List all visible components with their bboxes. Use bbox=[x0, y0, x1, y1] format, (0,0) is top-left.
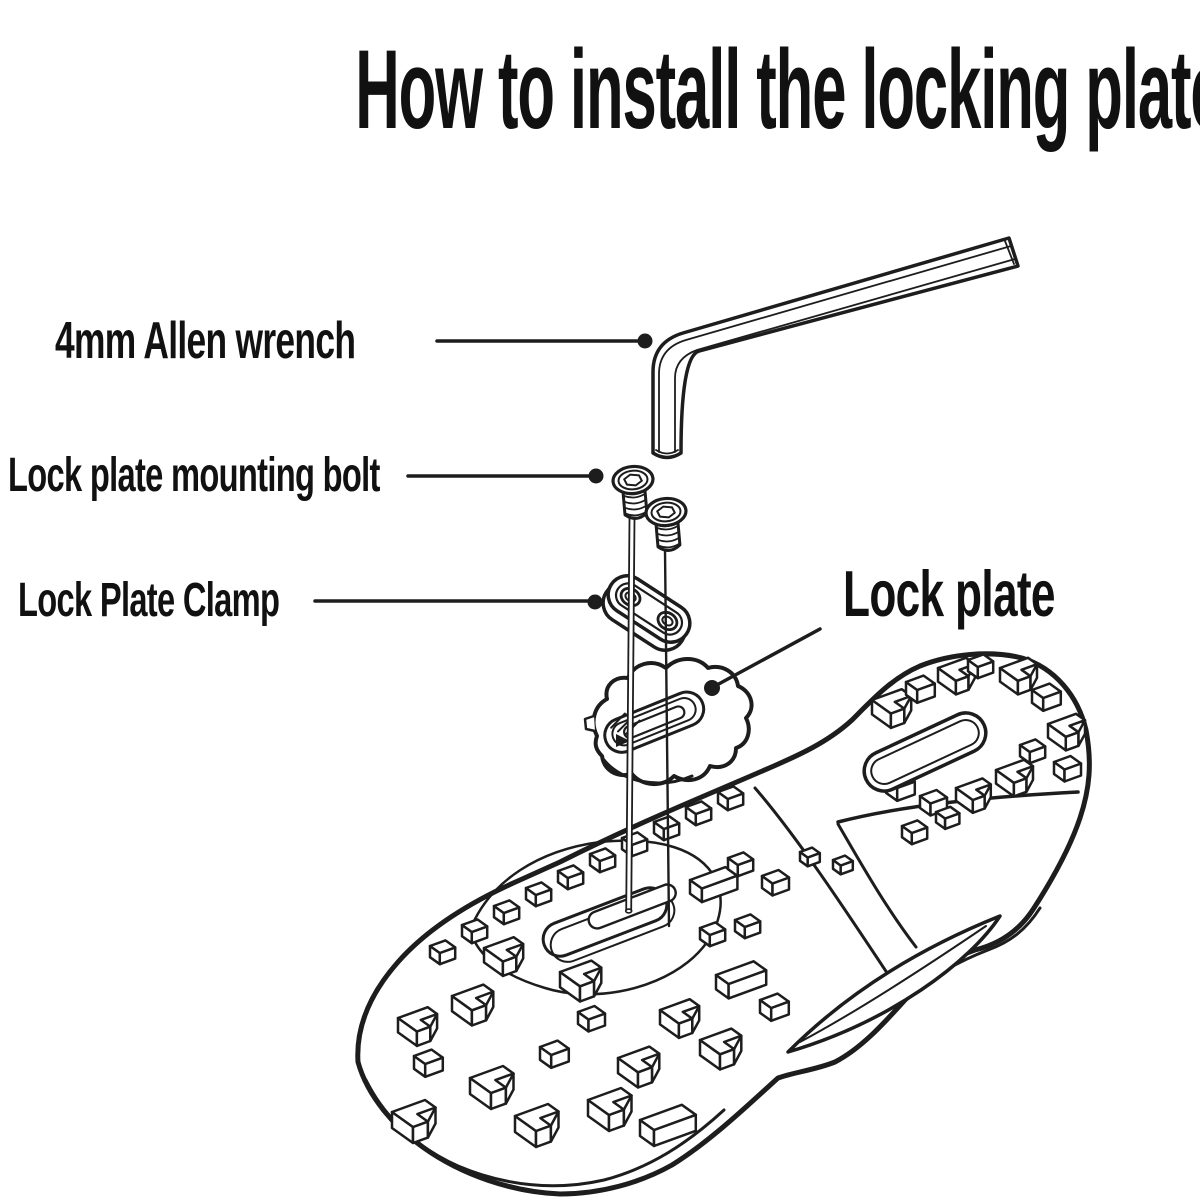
page-title: How to install the locking plate bbox=[355, 27, 1200, 152]
tread-lug bbox=[954, 777, 993, 815]
tread-lug bbox=[513, 1102, 560, 1149]
lock-plate-notch bbox=[583, 714, 597, 733]
tread-lug bbox=[468, 1064, 515, 1111]
midfoot-boundary-line bbox=[753, 786, 907, 1002]
tread-lug bbox=[556, 864, 585, 891]
tread-lug bbox=[798, 846, 822, 868]
heel-sidewall-line bbox=[836, 822, 918, 949]
lock-plate-sidewall bbox=[602, 758, 694, 785]
tread-lug bbox=[698, 921, 727, 948]
hex-socket bbox=[656, 505, 676, 519]
tread-lug bbox=[482, 935, 525, 978]
page-title-row: How to install the locking plate bbox=[0, 34, 1200, 146]
tread-lug bbox=[1046, 712, 1087, 752]
tread-lug bbox=[558, 959, 603, 1003]
label-lock-plate: Lock plate bbox=[843, 557, 1055, 630]
tread-lug bbox=[396, 1005, 439, 1048]
lock-plate-leader-line bbox=[704, 627, 822, 696]
tread-lug bbox=[1018, 738, 1047, 765]
lock-plate-mounting-bolt-2 bbox=[644, 496, 688, 552]
heel-channel bbox=[862, 711, 988, 793]
hex-socket bbox=[623, 473, 643, 487]
tread-lug bbox=[900, 819, 929, 846]
tread-lug bbox=[726, 851, 755, 878]
lock-plate-mounting-bolt-1 bbox=[611, 464, 655, 520]
tread-lug bbox=[616, 1045, 661, 1089]
tread-lug bbox=[658, 997, 701, 1040]
label-clamp: Lock Plate Clamp bbox=[18, 574, 280, 627]
tread-lug bbox=[966, 653, 995, 680]
clamp-leader-line bbox=[313, 594, 603, 610]
lock-plate-clamp bbox=[601, 574, 692, 652]
tread-lug bbox=[588, 847, 617, 874]
tread-lug bbox=[538, 1039, 571, 1070]
tread-lug bbox=[870, 687, 913, 730]
lock-plate-arrow-mark bbox=[616, 734, 630, 747]
tread-lug bbox=[524, 881, 553, 908]
tread-lug bbox=[831, 854, 855, 876]
tread-lug bbox=[714, 960, 768, 1000]
tread-lug bbox=[998, 656, 1039, 696]
tread-lug bbox=[492, 899, 521, 926]
bolt-axis-lines bbox=[624, 517, 671, 928]
tread-lug bbox=[716, 785, 745, 812]
label-allen-wrench: 4mm Allen wrench bbox=[55, 312, 356, 370]
allen-wrench bbox=[651, 236, 1020, 460]
tread-lugs bbox=[390, 653, 1087, 1149]
tread-lug bbox=[620, 831, 649, 858]
cleat-zone bbox=[468, 839, 722, 996]
tread-lug bbox=[576, 1004, 607, 1033]
wrench-leader-line bbox=[435, 333, 653, 349]
tread-lug bbox=[760, 868, 791, 897]
tread-lug bbox=[1030, 682, 1063, 713]
cleat-slot bbox=[541, 883, 677, 963]
tread-lug bbox=[428, 939, 457, 966]
leader-lines bbox=[313, 333, 822, 696]
shoe-sole bbox=[355, 651, 1092, 1197]
tread-lug bbox=[733, 913, 762, 940]
tread-lug bbox=[684, 800, 713, 827]
tread-lug bbox=[698, 1027, 743, 1071]
tread-lug bbox=[390, 1098, 437, 1145]
tread-lug bbox=[638, 1103, 698, 1148]
label-mounting-bolt: Lock plate mounting bolt bbox=[8, 449, 380, 502]
tread-lug bbox=[450, 983, 495, 1027]
tread-lug bbox=[460, 918, 489, 945]
tread-lug bbox=[994, 758, 1035, 798]
tread-lug bbox=[904, 674, 937, 705]
tread-lug bbox=[934, 805, 961, 831]
tread-lug bbox=[1052, 754, 1083, 783]
arch-window-inner bbox=[799, 925, 987, 1043]
tread-lug bbox=[412, 1048, 445, 1079]
tread-lug bbox=[586, 1086, 633, 1133]
tread-lug bbox=[936, 656, 977, 696]
tread-lug bbox=[652, 815, 681, 842]
bolt-leader-line bbox=[406, 468, 604, 484]
tread-lug bbox=[758, 992, 791, 1023]
